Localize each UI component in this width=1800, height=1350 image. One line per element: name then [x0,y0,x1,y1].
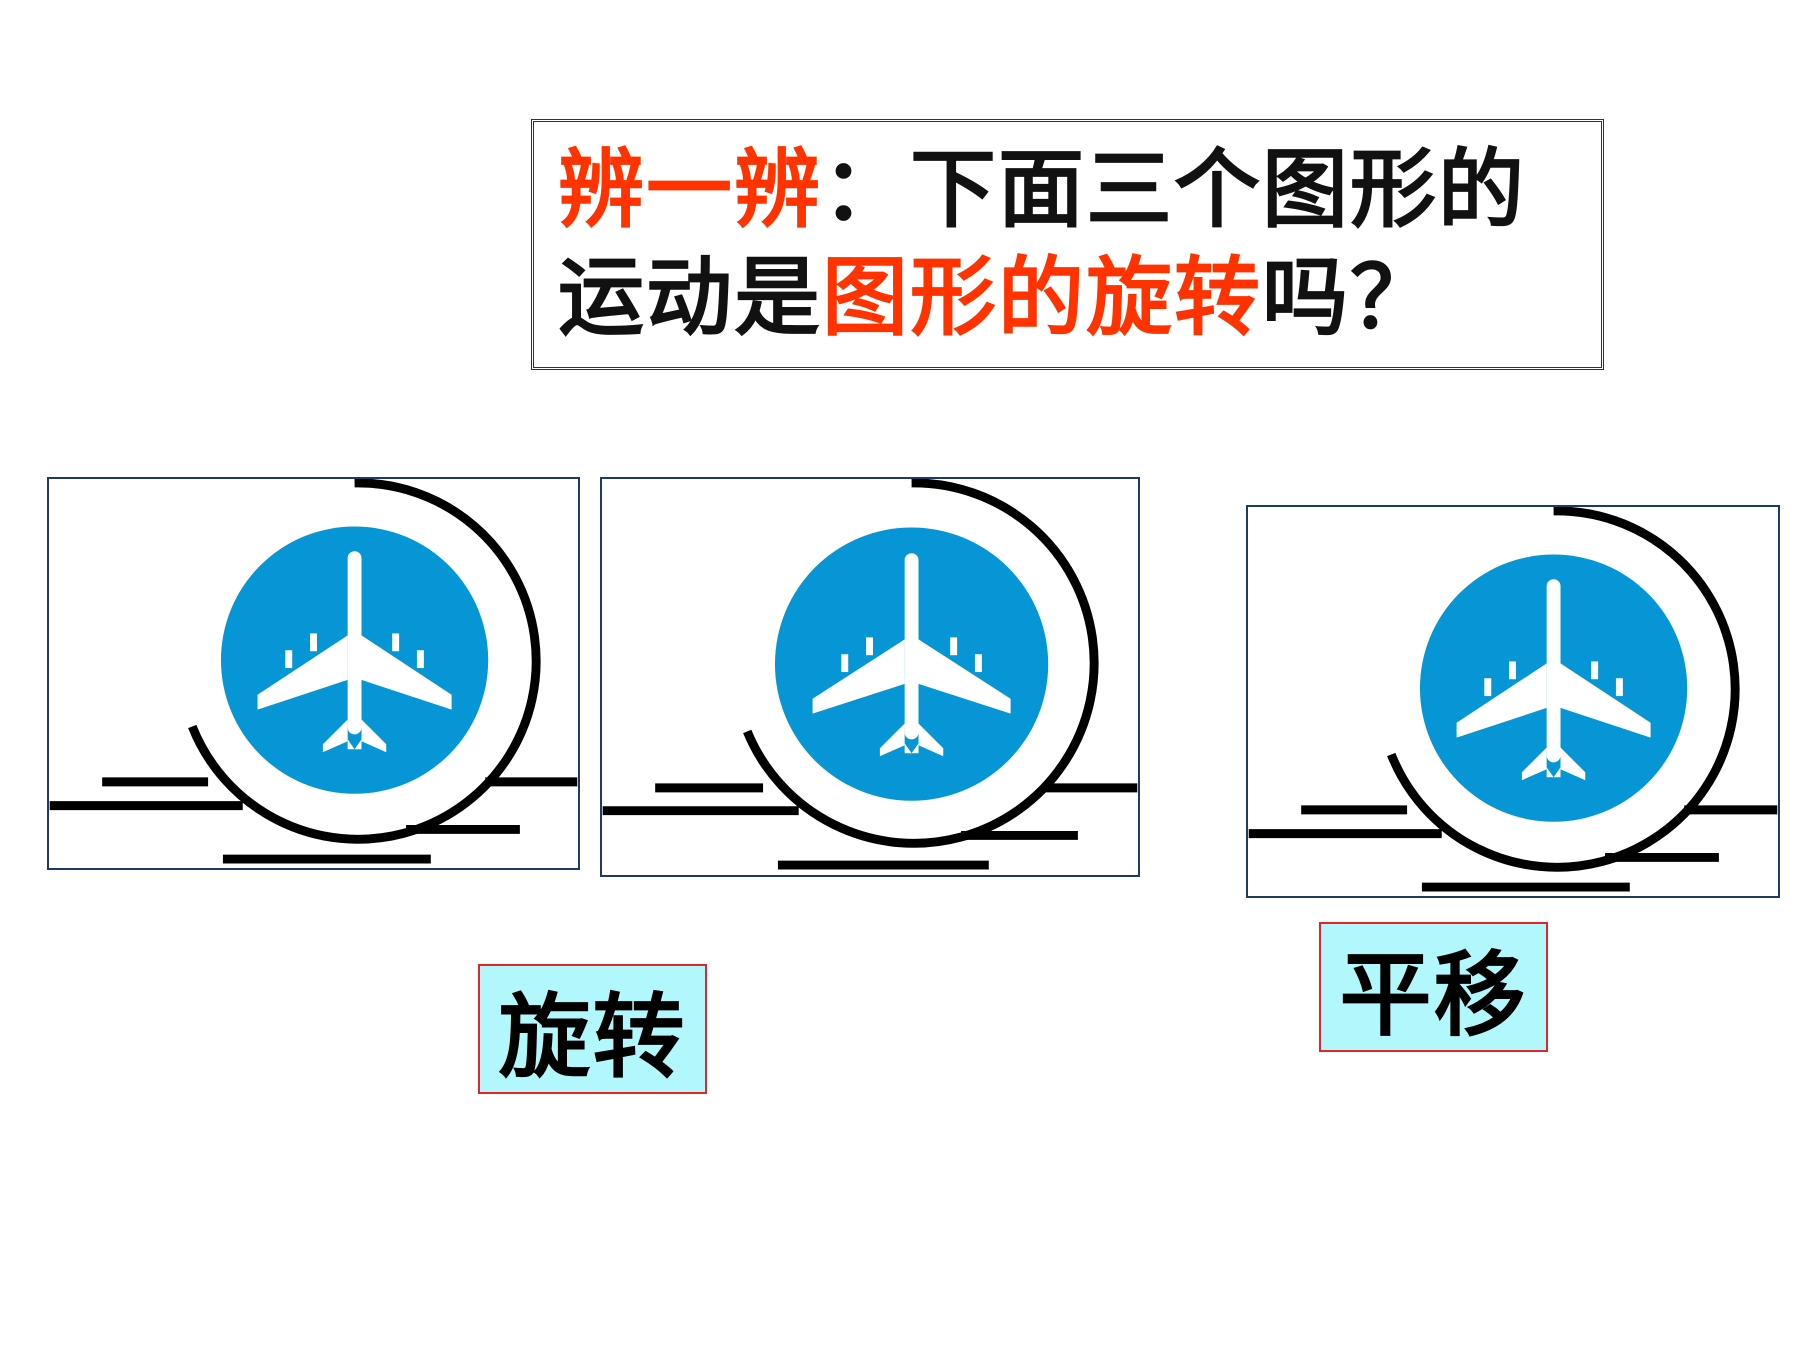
question-line1: 下面三个图形的 [910,140,1526,240]
airport-sign-panel-2 [600,477,1140,877]
airport-sign-icon [602,479,1138,870]
question-line2-start: 运动是 [558,248,822,348]
airplane-icon [812,553,1011,757]
airplane-icon [1456,579,1651,781]
airplane-icon [257,551,452,753]
airport-sign-icon [49,479,578,864]
airport-sign-panel-3 [1246,505,1780,898]
question-colon: ： [822,140,910,240]
question-line2-end: 吗？ [1262,248,1438,348]
label-rotation: 旋转 [478,964,707,1094]
airport-sign-panel-1 [47,477,580,870]
question-highlight: 图形的旋转 [822,248,1262,348]
question-text: 辨一辨：下面三个图形的 运动是图形的旋转吗？ [558,136,1581,352]
airport-sign-icon [1248,507,1778,892]
label-translation: 平移 [1319,922,1548,1052]
question-box: 辨一辨：下面三个图形的 运动是图形的旋转吗？ [531,119,1604,370]
question-prefix: 辨一辨 [558,140,822,240]
